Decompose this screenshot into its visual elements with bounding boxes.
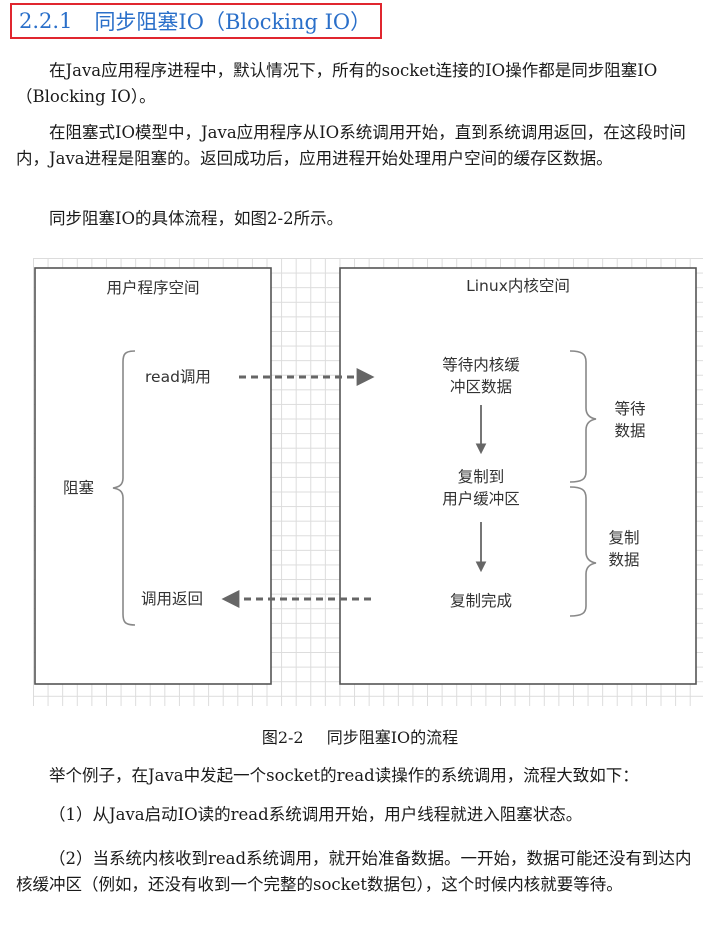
- paragraph-1: 在Java应用程序进程中，默认情况下，所有的socket连接的IO操作都是同步阻…: [16, 61, 658, 106]
- paragraph-5: （1）从Java启动IO读的read系统调用开始，用户线程就进入阻塞状态。: [49, 805, 583, 824]
- copy-done-label: 复制完成: [449, 592, 512, 610]
- user-space-box: [34, 267, 272, 685]
- wait-kernel-buffer-line1: 等待内核缓: [442, 356, 520, 374]
- copy-to-line2: 用户缓冲区: [442, 490, 520, 508]
- diagram-graphics: [34, 267, 697, 685]
- figure-number: 图2-2: [261, 728, 304, 747]
- user-space-title: 用户程序空间: [106, 279, 200, 297]
- blocked-label: 阻塞: [63, 479, 95, 497]
- section-number: 2.2.1: [19, 9, 73, 33]
- wait-kernel-buffer-line2: 冲区数据: [449, 378, 512, 396]
- blocking-io-diagram: 用户程序空间 Linux内核空间 read调用 调用返回 阻塞 等待内核缓 冲区…: [33, 258, 703, 706]
- paragraph-6: （2）当系统内核收到read系统调用，就开始准备数据。一开始，数据可能还没有到达…: [16, 849, 692, 894]
- section-title: 同步阻塞IO（Blocking IO）: [94, 10, 372, 34]
- paragraph-4: 举个例子，在Java中发起一个socket的read读操作的系统调用，流程大致如…: [49, 766, 639, 785]
- copy-data-line1: 复制: [608, 529, 640, 547]
- read-call-label: read调用: [145, 368, 211, 386]
- kernel-space-box: [339, 267, 697, 685]
- figure-caption-text: 同步阻塞IO的流程: [326, 728, 459, 747]
- copy-to-line1: 复制到: [457, 468, 505, 486]
- copy-data-brace: [569, 486, 597, 617]
- figure-caption: 图2-2 同步阻塞IO的流程: [0, 724, 720, 748]
- section-heading: 2.2.1 同步阻塞IO（Blocking IO）: [10, 3, 382, 39]
- wait-data-line1: 等待: [614, 400, 646, 418]
- wait-data-brace: [569, 350, 597, 483]
- kernel-space-title: Linux内核空间: [466, 277, 570, 295]
- paragraph-2: 在阻塞式IO模型中，Java应用程序从IO系统调用开始，直到系统调用返回，在这段…: [16, 123, 686, 168]
- blocking-brace: [112, 350, 136, 626]
- paragraph-3: 同步阻塞IO的具体流程，如图2-2所示。: [49, 209, 344, 228]
- copy-data-line2: 数据: [608, 551, 640, 569]
- call-return-label: 调用返回: [141, 590, 204, 608]
- wait-data-line2: 数据: [614, 422, 646, 440]
